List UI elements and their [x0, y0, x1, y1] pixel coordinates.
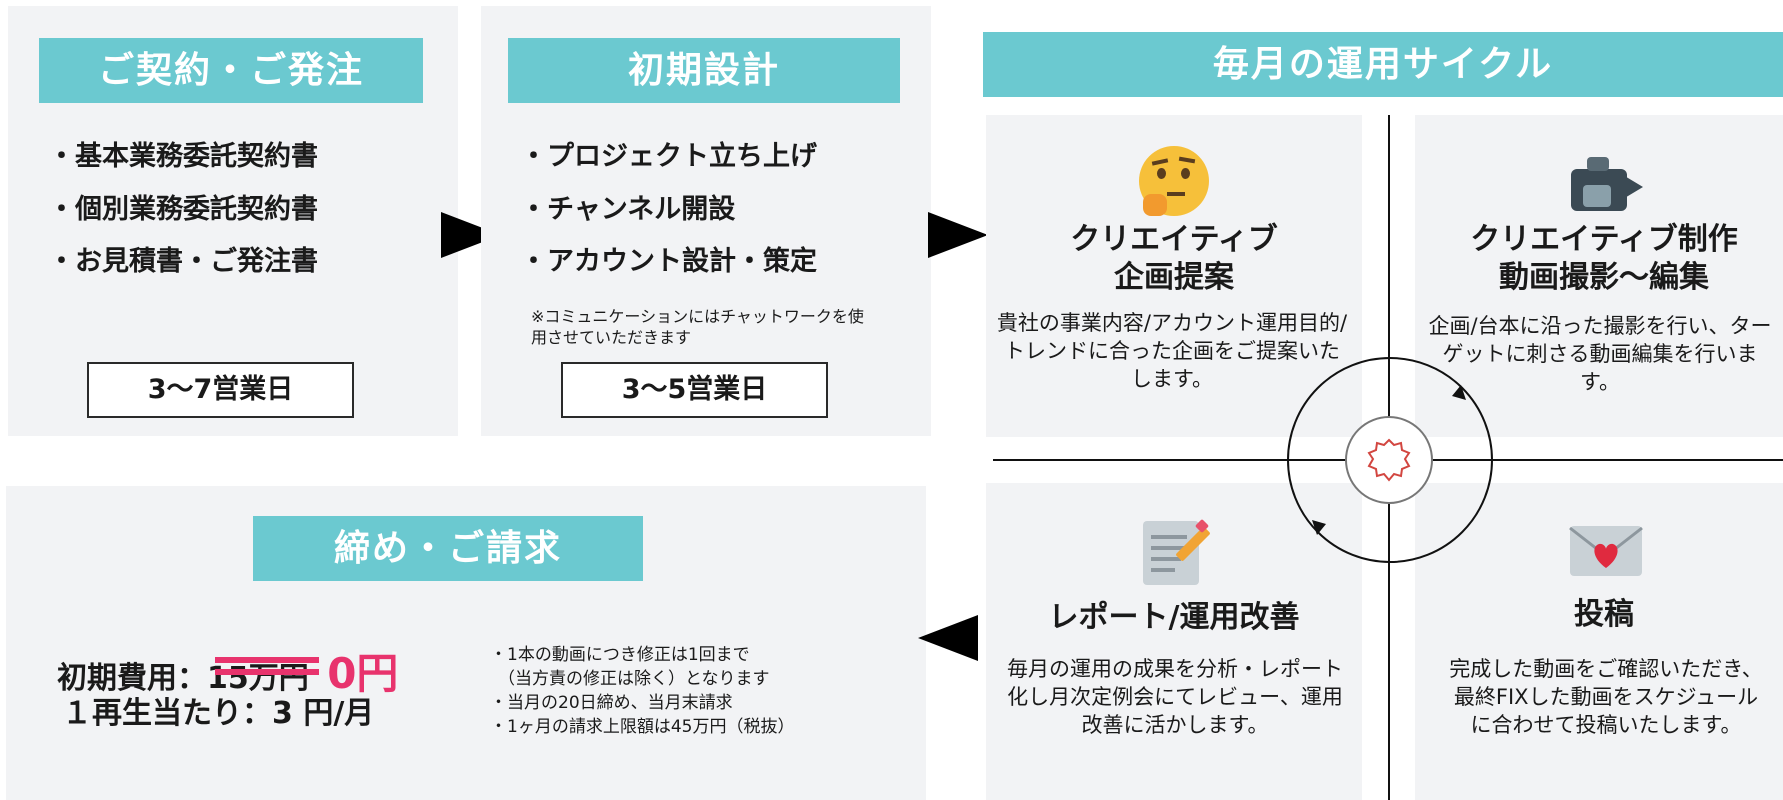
- plan-title: クリエイティブ 企画提案: [1070, 222, 1278, 295]
- contract-item-2: ・個別業務委託契約書: [48, 194, 318, 225]
- initial-fee-strike-line-2: [215, 669, 319, 675]
- contract-item-3: ・お見積書・ご発注書: [48, 246, 318, 277]
- billing-bullet-3: ・当月の20日締め、当月末請求: [490, 693, 733, 713]
- produce-desc: 企画/台本に沿った撮影を行い、ターゲットに刺さる動画編集を行います。: [1428, 314, 1772, 394]
- per-play-price: １再生当たり：3 円/月: [62, 696, 375, 731]
- report-desc: 毎月の運用の成果を分析・レポート化し月次定例会にてレビュー、運用改善に活かします…: [1007, 657, 1343, 737]
- arrow-right-icon: [928, 212, 988, 258]
- post-desc: 完成した動画をご確認いただき、最終FIXした動画をスケジュールに合わせて投稿いた…: [1449, 657, 1763, 737]
- initial-design-title: 初期設計: [508, 38, 900, 103]
- arrow-left-icon: [918, 615, 978, 661]
- initial-fee: 初期費用：15万円 0円: [57, 640, 398, 701]
- cycle-ring: [1287, 357, 1493, 563]
- initial-design-note: ※コミュニケーションにはチャットワークを使用させていただきます: [531, 307, 864, 347]
- initial-design-item-2: ・チャンネル開設: [520, 194, 736, 225]
- initial-design-item-1: ・プロジェクト立ち上げ: [520, 141, 817, 172]
- produce-title: クリエイティブ制作 動画撮影〜編集: [1470, 222, 1738, 295]
- video-camera-icon: [1567, 155, 1645, 217]
- initial-fee-strike-line: [215, 657, 319, 663]
- billing-bullet-4: ・1ヶ月の請求上限額は45万円（税抜）: [490, 717, 795, 737]
- initial-design-item-3: ・アカウント設計・策定: [520, 246, 817, 277]
- contract-item-1: ・基本業務委託契約書: [48, 141, 318, 172]
- plan-desc: 貴社の事業内容/アカウント運用目的/トレンドに合った企画をご提案いたします。: [996, 311, 1348, 391]
- billing-bullet-2: （当方責の修正は除く）となります: [498, 669, 770, 689]
- cycle-center-badge: [1345, 416, 1433, 504]
- contract-title: ご契約・ご発注: [39, 38, 423, 103]
- memo-pencil-icon: [1143, 515, 1211, 585]
- initial-fee-old: 15万円: [207, 661, 309, 696]
- billing-title: 締め・ご請求: [253, 516, 643, 581]
- thinking-face-icon: [1139, 146, 1209, 216]
- contract-duration: 3〜7営業日: [87, 362, 354, 418]
- initial-fee-label: 初期費用：: [57, 661, 207, 696]
- initial-fee-new: 0円: [327, 649, 399, 698]
- cycle-badge-icon: [1367, 438, 1411, 482]
- monthly-cycle-title: 毎月の運用サイクル: [983, 32, 1783, 97]
- report-title: レポート/運用改善: [1048, 600, 1300, 635]
- billing-bullet-1: ・1本の動画につき修正は1回まで: [490, 645, 750, 665]
- initial-design-duration: 3〜5営業日: [561, 362, 828, 418]
- post-title: 投稿: [1574, 597, 1634, 632]
- love-letter-icon: [1568, 522, 1644, 580]
